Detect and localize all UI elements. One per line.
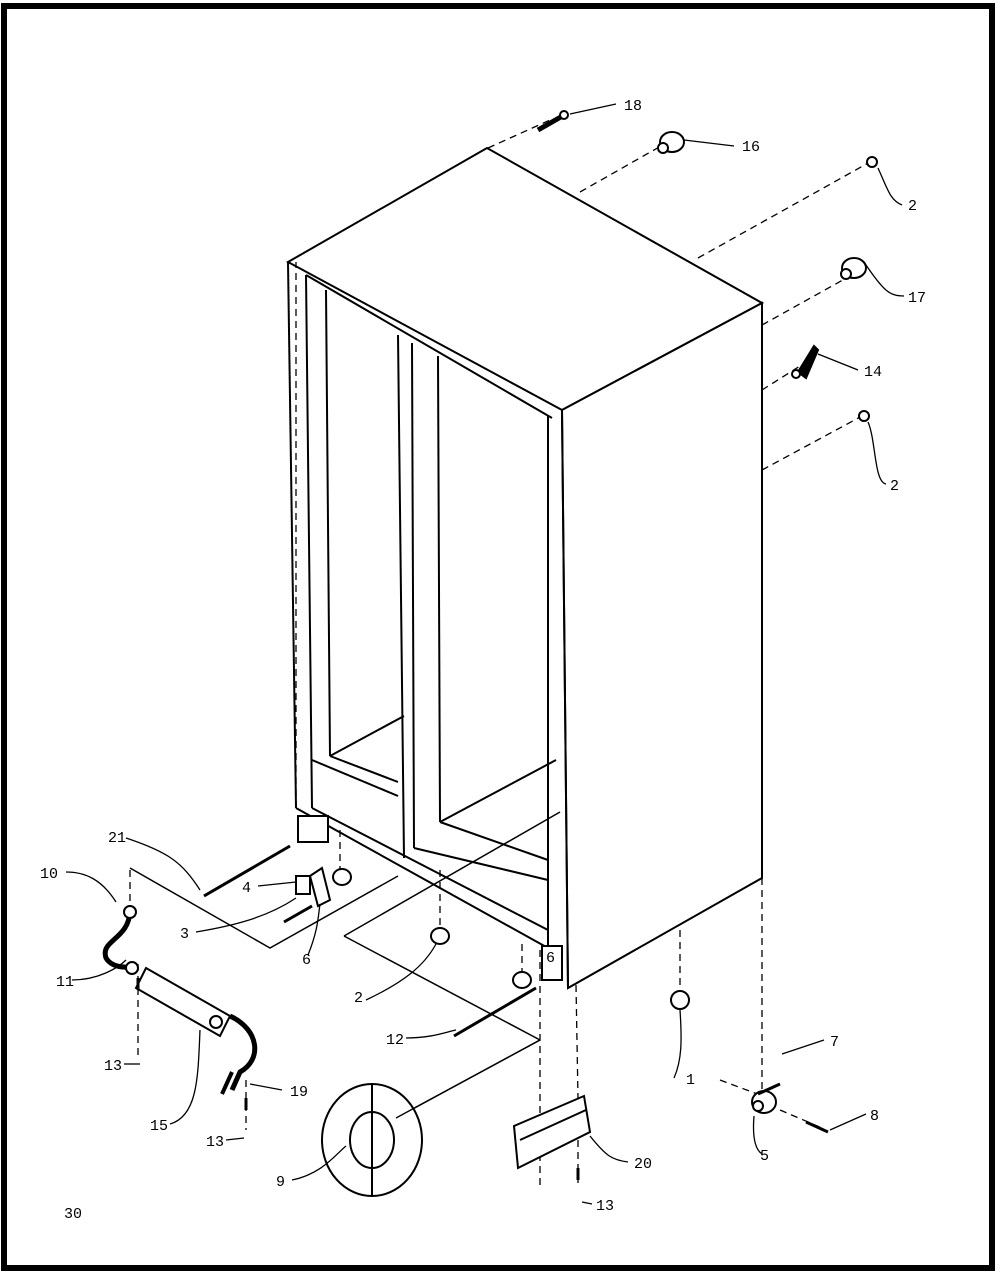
callout-5: 5 — [760, 1148, 769, 1165]
part-14-bracket — [791, 344, 820, 380]
callout-3: 3 — [180, 926, 189, 943]
callout-7: 7 — [830, 1034, 839, 1051]
part-7-screw — [757, 1082, 781, 1096]
callout-2-mid: 2 — [890, 478, 899, 495]
part-2-plug-top — [866, 156, 878, 168]
callout-19: 19 — [290, 1084, 308, 1101]
callout-4: 4 — [242, 880, 251, 897]
callout-2-bottom: 2 — [354, 990, 363, 1007]
part-1-foot — [670, 990, 690, 1010]
callout-17: 17 — [908, 290, 926, 307]
leveler-foot-right — [512, 971, 532, 989]
callout-11: 11 — [56, 974, 74, 991]
part-18-bolt — [536, 110, 569, 133]
callout-6-right: 6 — [546, 950, 555, 967]
part-6-hinge-left — [297, 815, 332, 908]
parts — [102, 110, 878, 1197]
callout-6-left: 6 — [302, 952, 311, 969]
callout-8: 8 — [870, 1108, 879, 1125]
part-20-plate — [512, 1094, 592, 1170]
page-number: 30 — [64, 1206, 82, 1223]
callout-9: 9 — [276, 1174, 285, 1191]
part-5-roller — [751, 1090, 777, 1114]
callout-18: 18 — [624, 98, 642, 115]
callout-2-top: 2 — [908, 198, 917, 215]
part-17-roller — [840, 257, 867, 280]
callout-20: 20 — [634, 1156, 652, 1173]
callout-14: 14 — [864, 364, 882, 381]
callout-10: 10 — [40, 866, 58, 883]
part-9-cylinder — [321, 1083, 423, 1197]
callout-13-a: 13 — [104, 1058, 122, 1075]
part-6-hinge-right — [541, 945, 563, 981]
part-16-roller — [657, 131, 685, 154]
leveler-foot-left — [332, 868, 352, 886]
callout-13-b: 13 — [206, 1134, 224, 1151]
callout-leaders — [65, 103, 905, 1205]
callout-12: 12 — [386, 1032, 404, 1049]
part-2-plug-mid — [858, 410, 870, 422]
callout-13-c: 13 — [596, 1198, 614, 1215]
cabinet-body — [285, 146, 765, 990]
callout-15: 15 — [150, 1118, 168, 1135]
callout-21: 21 — [108, 830, 126, 847]
callout-1: 1 — [686, 1072, 695, 1089]
page-border — [1, 3, 995, 1271]
callout-labels: 18 16 2 17 14 2 21 10 4 3 6 2 11 12 13 1… — [40, 98, 926, 1215]
part-4-fastener — [295, 875, 311, 895]
base-outline — [129, 811, 561, 1119]
part-2-foot — [430, 927, 450, 945]
part-3-screw — [283, 904, 313, 924]
part-8-screw — [805, 1120, 829, 1134]
part-12-screw — [453, 986, 537, 1038]
callout-16: 16 — [742, 139, 760, 156]
part-21-screw — [203, 844, 291, 898]
